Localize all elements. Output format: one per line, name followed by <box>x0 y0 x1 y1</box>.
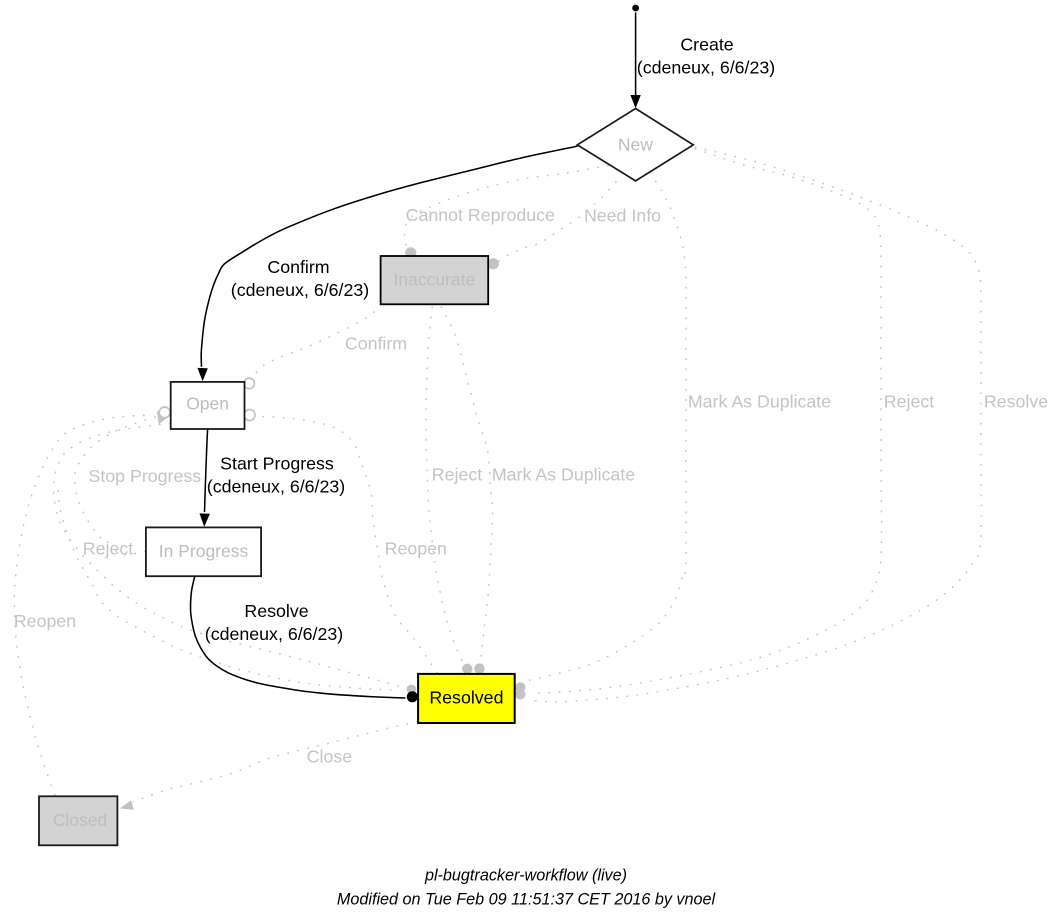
svg-text:Confirm: Confirm <box>345 334 407 354</box>
svg-text:Modified on Tue Feb 09 11:51:3: Modified on Tue Feb 09 11:51:37 CET 2016… <box>337 890 716 908</box>
svg-text:(cdeneux, 6/6/23): (cdeneux, 6/6/23) <box>231 280 369 300</box>
svg-text:Inaccurate: Inaccurate <box>394 270 476 290</box>
svg-text:Closed: Closed <box>53 810 107 830</box>
svg-text:(cdeneux, 6/6/23): (cdeneux, 6/6/23) <box>637 57 775 77</box>
svg-text:Reject: Reject <box>884 392 934 412</box>
svg-text:Start Progress: Start Progress <box>220 453 334 473</box>
svg-text:New: New <box>618 134 653 154</box>
svg-text:pl-bugtracker-workflow (live): pl-bugtracker-workflow (live) <box>424 866 627 884</box>
svg-text:Reopen: Reopen <box>385 538 447 558</box>
svg-text:Mark As Duplicate: Mark As Duplicate <box>492 465 635 485</box>
svg-text:Confirm: Confirm <box>267 257 329 277</box>
svg-text:Stop Progress: Stop Progress <box>88 466 201 486</box>
svg-text:Resolved: Resolved <box>429 688 503 708</box>
svg-text:Reopen: Reopen <box>14 611 76 631</box>
svg-text:Close: Close <box>307 747 353 767</box>
svg-text:Cannot Reproduce: Cannot Reproduce <box>406 205 555 225</box>
svg-text:Reject: Reject <box>432 465 482 485</box>
svg-text:Reject: Reject <box>83 539 133 559</box>
svg-text:Create: Create <box>680 35 733 55</box>
svg-text:Resolve: Resolve <box>984 392 1048 412</box>
svg-text:In Progress: In Progress <box>159 541 249 561</box>
svg-text:Resolve: Resolve <box>244 601 308 621</box>
svg-text:Open: Open <box>186 393 229 413</box>
svg-text:(cdeneux, 6/6/23): (cdeneux, 6/6/23) <box>205 624 343 644</box>
svg-text:(cdeneux, 6/6/23): (cdeneux, 6/6/23) <box>207 476 345 496</box>
svg-text:Mark As Duplicate: Mark As Duplicate <box>688 392 831 412</box>
svg-text:Need Info: Need Info <box>584 206 661 226</box>
